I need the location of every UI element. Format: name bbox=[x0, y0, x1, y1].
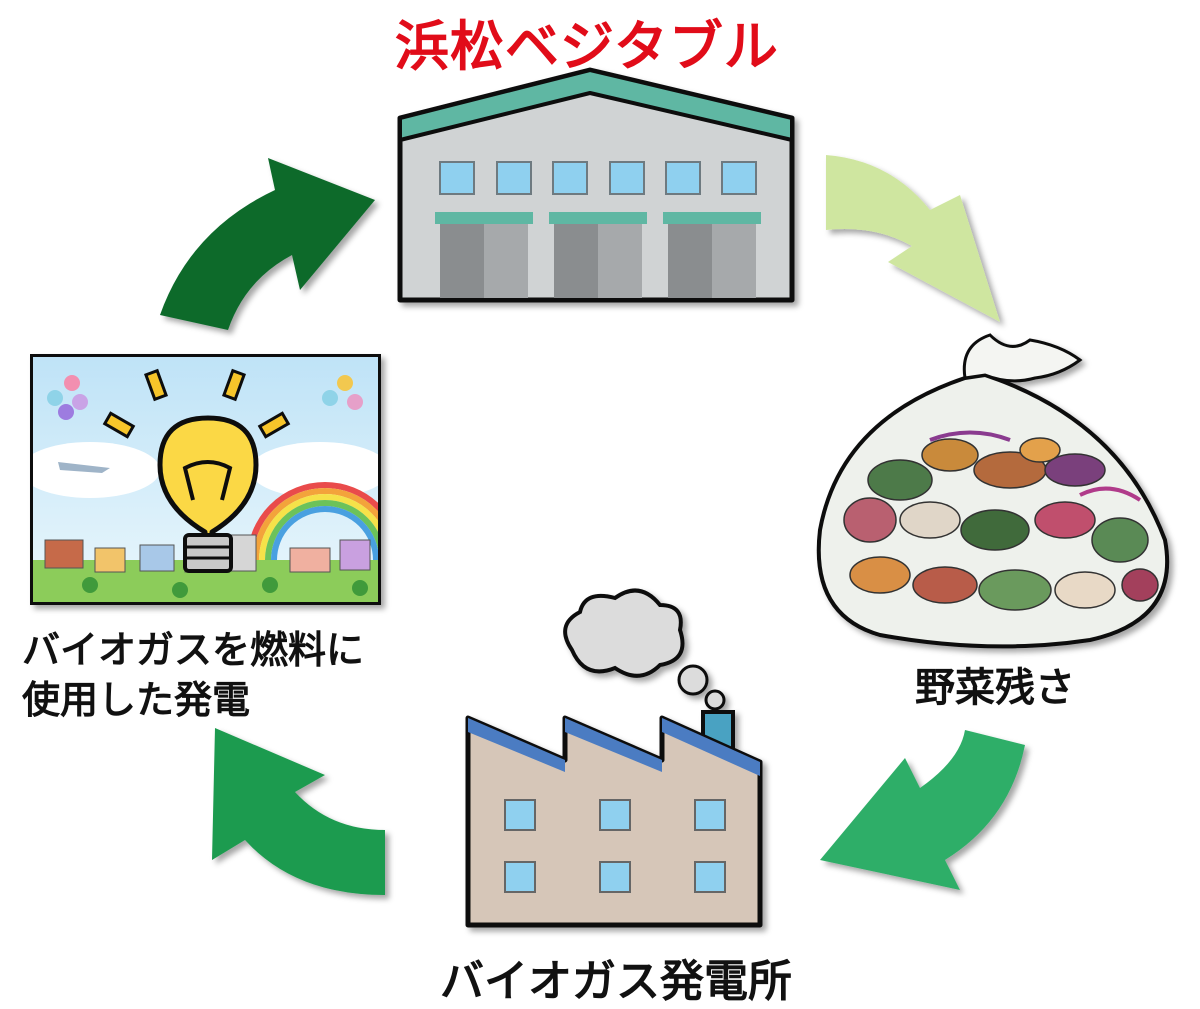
power-generation-label-line2: 使用した発電 bbox=[22, 678, 251, 722]
arrow-scraps-to-plant bbox=[820, 730, 1025, 890]
vegetable-scraps-label: 野菜残さ bbox=[915, 665, 1075, 711]
garbage-bag-icon bbox=[816, 333, 1170, 649]
arrow-warehouse-to-scraps bbox=[826, 155, 1000, 322]
factory-icon bbox=[465, 710, 763, 928]
power-generation-label: バイオガスを燃料に 使用した発電 bbox=[22, 625, 364, 725]
cloud-icon bbox=[563, 588, 726, 711]
diagram-title: 浜松ベジタブル bbox=[395, 15, 779, 78]
arrow-plant-to-power bbox=[212, 728, 385, 895]
arrow-power-to-warehouse bbox=[160, 158, 375, 330]
light-bulb-town-icon bbox=[30, 354, 381, 605]
power-generation-label-line1: バイオガスを燃料に bbox=[22, 628, 365, 672]
warehouse-icon bbox=[397, 67, 795, 303]
biogas-plant-label: バイオガス発電所 bbox=[440, 956, 792, 1007]
